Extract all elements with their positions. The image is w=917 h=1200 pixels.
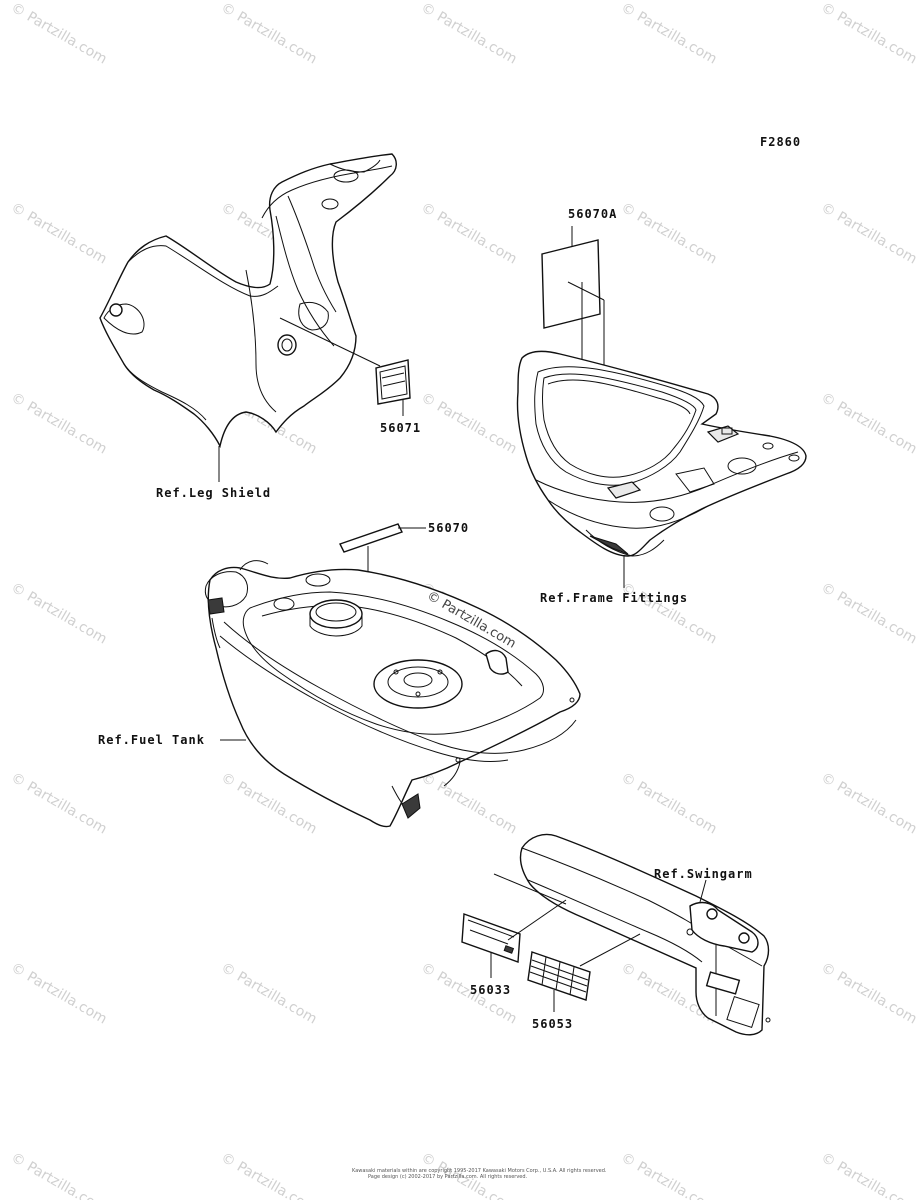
watermark-text: © Partzilla.com — [618, 580, 720, 648]
watermark-text: © Partzilla.com — [8, 0, 110, 67]
callout-56071: 56071 — [380, 421, 421, 435]
figure-code: F2860 — [760, 135, 801, 149]
watermark-text: © Partzilla.com — [8, 200, 110, 268]
ref-fuel-tank: Ref.Fuel Tank — [98, 733, 205, 747]
decal-56053 — [527, 951, 591, 1001]
copyright-line-2: Page design (c) 2002-2017 by Partzilla.c… — [368, 1174, 528, 1180]
swingarm-illustration — [519, 833, 771, 1036]
decal-56071 — [375, 359, 411, 405]
watermark-text: © Partzilla.com — [418, 390, 520, 458]
watermark-text: © Partzilla.com — [818, 770, 917, 838]
frame-fittings-illustration — [516, 350, 807, 557]
ref-swingarm: Ref.Swingarm — [654, 867, 753, 881]
watermark-text: © Partzilla.com — [418, 0, 520, 67]
watermark-text: © Partzilla.com — [8, 770, 110, 838]
copyright-line-1: Kawasaki materials within are copyright … — [352, 1168, 607, 1174]
watermark-text: © Partzilla.com — [618, 200, 720, 268]
callout-56070: 56070 — [428, 521, 469, 535]
watermark-text: © Partzilla.com — [418, 770, 520, 838]
watermark-text: © Partzilla.com — [218, 0, 320, 67]
decal-56033 — [461, 913, 521, 963]
callout-56033: 56033 — [470, 983, 511, 997]
leg-shield-illustration — [99, 153, 397, 449]
watermark-text: © Partzilla.com — [8, 960, 110, 1028]
watermark-text: © Partzilla.com — [8, 1150, 110, 1200]
watermark-text: © Partzilla.com — [818, 390, 917, 458]
watermark-text: © Partzilla.com — [218, 960, 320, 1028]
callout-56070A: 56070A — [568, 207, 617, 221]
leader-swingarm-b — [699, 879, 707, 903]
watermark-layer: © Partzilla.com © Partzilla.com © Partzill… — [8, 0, 917, 1200]
decal-56070 — [339, 523, 403, 553]
leader-swingarm-a — [493, 873, 567, 905]
watermark-text: © Partzilla.com — [818, 1150, 917, 1200]
leader-56070A-b — [567, 281, 605, 301]
watermark-text: © Partzilla.com — [618, 0, 720, 67]
watermark-text: © Partzilla.com — [8, 390, 110, 458]
leader-56071-a — [279, 317, 381, 367]
watermark-text: © Partzilla.com — [618, 770, 720, 838]
ref-frame-fittings: Ref.Frame Fittings — [540, 591, 688, 605]
fuel-tank-illustration — [204, 560, 581, 828]
watermark-text: © Partzilla.com — [8, 580, 110, 648]
watermark-text: © Partzilla.com — [618, 1150, 720, 1200]
watermark-text: © Partzilla.com — [818, 200, 917, 268]
watermark-text: © Partzilla.com — [818, 0, 917, 67]
callout-56053: 56053 — [532, 1017, 573, 1031]
watermark-text: © Partzilla.com — [218, 1150, 320, 1200]
watermark-text: © Partzilla.com — [418, 200, 520, 268]
watermark-text: © Partzilla.com — [818, 960, 917, 1028]
watermark-text: © Partzilla.com — [818, 580, 917, 648]
ref-leg-shield: Ref.Leg Shield — [156, 486, 271, 500]
leader-56053-a — [579, 933, 641, 967]
leader-56033-a — [507, 899, 567, 941]
